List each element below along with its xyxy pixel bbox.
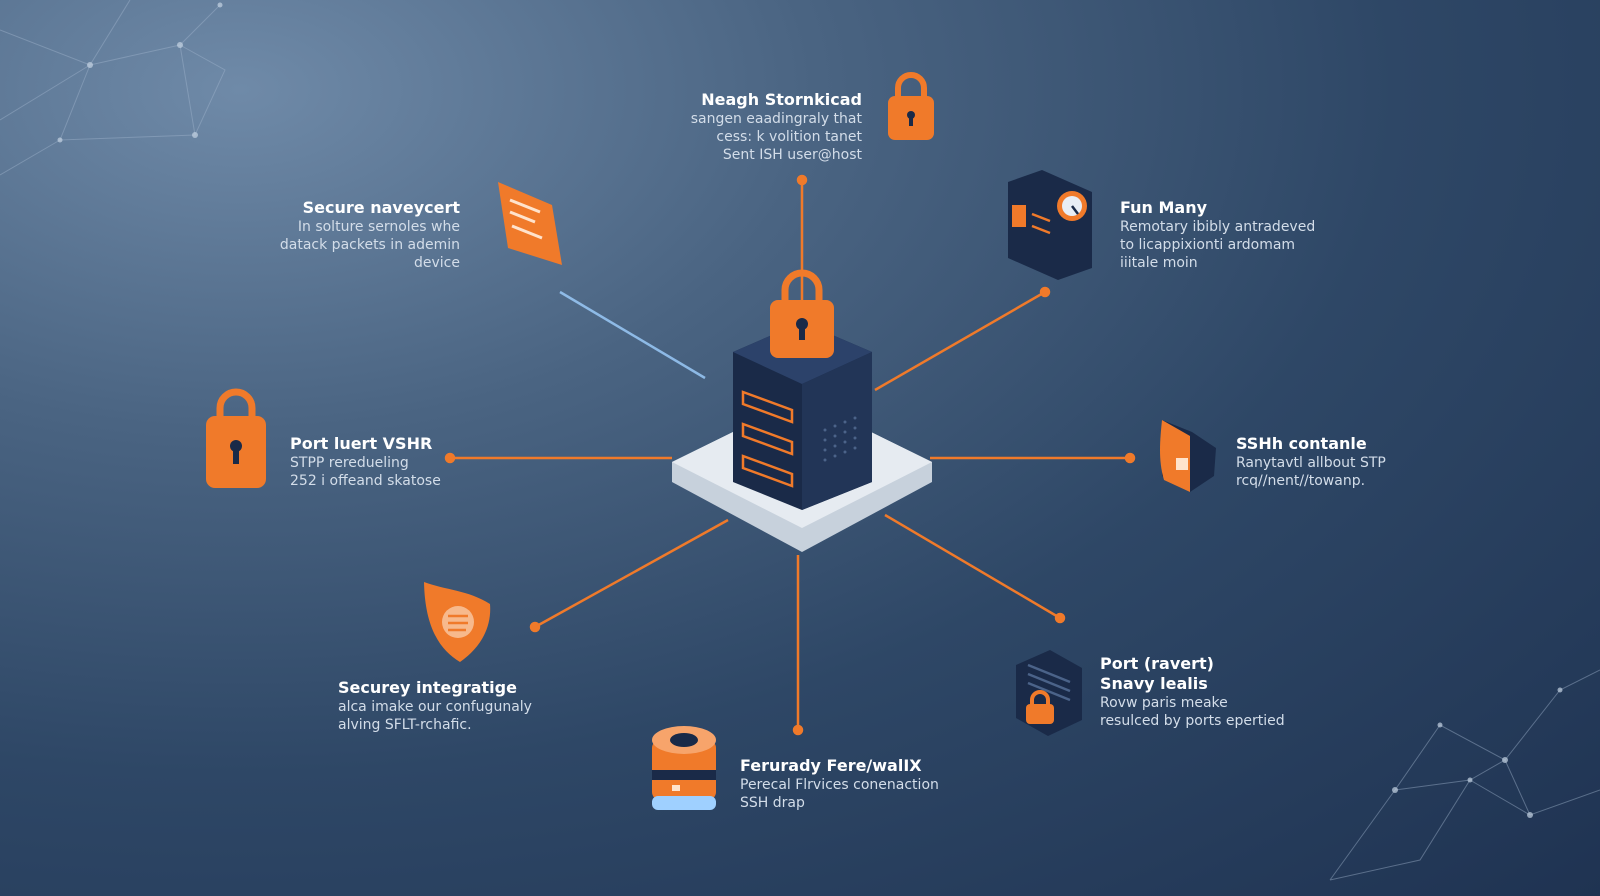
node-bottom-right-label: Port (ravert) Snavy lealis Rovw paris me…	[1100, 654, 1340, 730]
node-top-left-label: Secure naveycert In solture sernoles whe…	[250, 198, 460, 272]
node-line: 252 i offeand skatose	[290, 473, 441, 489]
central-padlock-icon	[770, 269, 834, 358]
node-line: In solture sernoles whe	[297, 219, 460, 235]
node-title: Neagh Stornkicad	[701, 90, 862, 109]
shield-icon	[1160, 420, 1216, 492]
node-line: cess: k volition tanet	[716, 129, 862, 145]
node-title: Securey integratige	[338, 678, 517, 697]
node-title: Secure naveycert	[302, 198, 460, 217]
node-title: Ferurady Fere/walIX	[740, 756, 922, 775]
node-top-label: Neagh Stornkicad sangen eaadingraly that…	[640, 90, 862, 164]
node-line: SSH drap	[740, 795, 805, 811]
node-subtitle: Snavy lealis	[1100, 674, 1208, 693]
node-top-right-label: Fun Many Remotary ibibly antradeved to l…	[1120, 198, 1370, 272]
node-line: Perecal Flrvices conenaction	[740, 777, 939, 793]
node-line: Sent ISH user@host	[722, 147, 862, 163]
node-left-label: Port luert VSHR STPP reredueling 252 i o…	[290, 434, 490, 490]
shield-icon	[424, 582, 491, 662]
padlock-icon	[888, 72, 934, 140]
node-title: Port luert VSHR	[290, 434, 433, 453]
node-line: resulced by ports epertied	[1100, 713, 1285, 729]
node-bottom-left-label: Securey integratige alca imake our confu…	[338, 678, 568, 734]
node-line: Remotary ibibly antradeved	[1120, 219, 1316, 235]
node-line: device	[414, 255, 460, 271]
node-title: Port (ravert)	[1100, 654, 1214, 673]
node-line: Ranytavtl allbout STP	[1236, 455, 1386, 471]
document-icon	[498, 182, 562, 265]
node-line: alca imake our confugunaly	[338, 699, 532, 715]
node-title: Fun Many	[1120, 198, 1208, 217]
server-tower	[733, 322, 872, 510]
node-line: iiitale moin	[1120, 255, 1198, 271]
node-line: alving SFLT-rchafic.	[338, 717, 472, 733]
node-bottom-label: Ferurady Fere/walIX Perecal Flrvices con…	[740, 756, 980, 812]
node-title: SSHh contanle	[1236, 434, 1367, 453]
database-icon	[652, 726, 716, 810]
server-gauge-icon	[1008, 170, 1092, 280]
node-line: to licappixionti ardomam	[1120, 237, 1296, 253]
document-lock-icon	[1016, 650, 1082, 736]
node-line: rcq//nent//towanp.	[1236, 473, 1366, 489]
node-line: datack packets in ademin	[279, 237, 460, 253]
node-right-label: SSHh contanle Ranytavtl allbout STP rcq/…	[1236, 434, 1456, 490]
padlock-icon	[206, 388, 266, 488]
node-line: sangen eaadingraly that	[690, 111, 862, 127]
node-line: STPP reredueling	[290, 455, 409, 471]
node-line: Rovw paris meake	[1100, 695, 1228, 711]
